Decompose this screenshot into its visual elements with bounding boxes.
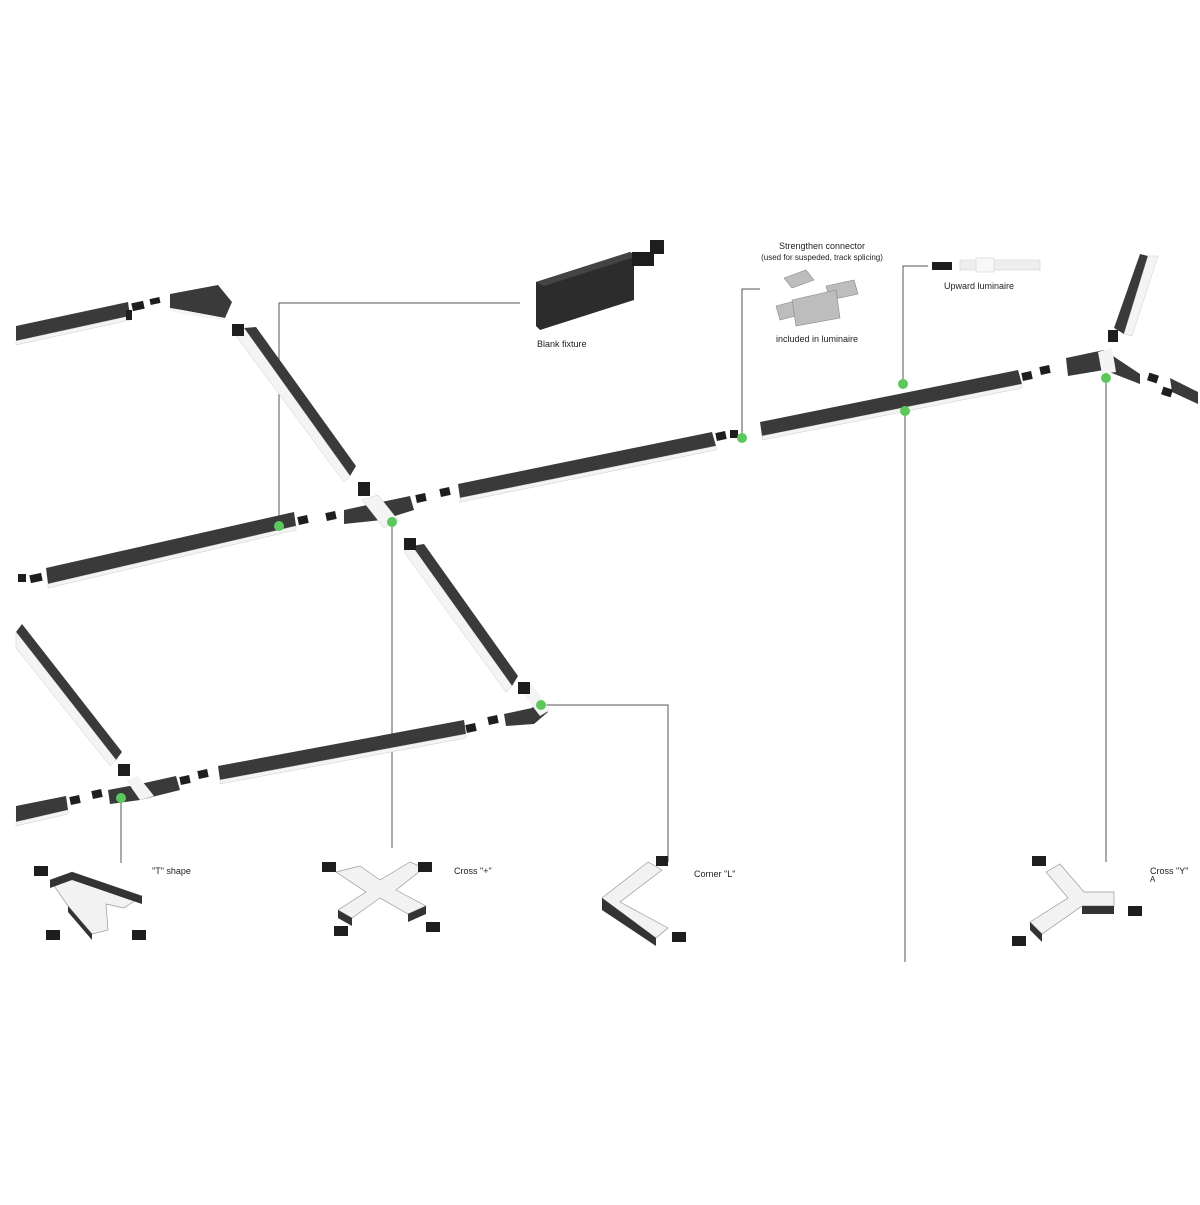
marker-blank-fixture: [274, 521, 284, 531]
connector: [149, 297, 161, 305]
fixture-diffuser: [219, 733, 467, 785]
fixture-network: [15, 254, 1198, 827]
connector: [18, 574, 26, 582]
fixture-diffuser: [235, 327, 351, 483]
connector: [297, 515, 309, 525]
fixture-bar: [218, 720, 466, 780]
label-strengthen-connector: Strengthen connector: [778, 241, 866, 251]
upward-luminaire-illustration: [932, 257, 1041, 273]
fixture-bar-diagonal: [412, 544, 518, 686]
connector: [325, 511, 337, 521]
connector: [118, 764, 130, 776]
label-blank-fixture: Blank fixture: [537, 339, 587, 349]
corner-l-illustration: [601, 856, 686, 946]
connector: [730, 430, 738, 438]
leader-corner-l: [541, 704, 669, 862]
marker-t-shape: [116, 793, 126, 803]
label-upward-luminaire: Upward luminaire: [944, 281, 1015, 291]
marker-cross-y: [1101, 373, 1111, 383]
connector: [415, 493, 427, 503]
connector: [518, 682, 530, 694]
connector: [1039, 365, 1051, 375]
markers: [116, 373, 1111, 803]
corner-piece: [170, 285, 232, 318]
connectors: [18, 297, 1173, 805]
connector: [179, 775, 191, 785]
fixture-bar: [458, 432, 716, 498]
marker-strengthen-connector: [737, 433, 747, 443]
connector: [465, 723, 477, 733]
t-diffuser: [126, 776, 154, 800]
fixture-bar: [1170, 378, 1198, 404]
marker-cross-plus: [387, 517, 397, 527]
label-corner-l: Corner "L": [694, 869, 736, 879]
connector: [232, 324, 244, 336]
blank-fixture-illustration: [536, 240, 664, 330]
cross-plus-illustration: [322, 861, 440, 936]
fixture-bar-diagonal: [16, 624, 122, 760]
connector: [126, 310, 132, 320]
label-strengthen-connector-note: (used for suspeded, track splicing): [761, 253, 883, 262]
label-t-shape: "T" shape: [152, 866, 191, 876]
connector: [487, 715, 499, 725]
connector: [404, 538, 416, 550]
leader-blank-fixture: [278, 302, 520, 526]
fixture-bar-diagonal: [244, 327, 356, 476]
fixture-diffuser: [403, 545, 513, 693]
connector: [715, 431, 727, 441]
connector: [1021, 371, 1033, 381]
fixture-diffuser: [15, 809, 69, 827]
connector: [131, 300, 145, 312]
connector: [29, 572, 43, 584]
fixture-bar-diagonal: [1114, 254, 1148, 334]
label-cross-plus: Cross "+": [454, 866, 492, 876]
strengthen-connector-illustration: [775, 269, 859, 327]
connector: [439, 487, 451, 497]
leader-strengthen-connector: [741, 288, 760, 436]
t-shape-illustration: [34, 866, 146, 940]
fixture-diffuser: [761, 383, 1023, 441]
label-included-in-luminaire: included in luminaire: [775, 334, 859, 344]
fixture-diffuser: [459, 445, 717, 503]
fixture-bar: [16, 796, 68, 822]
connector: [358, 482, 370, 496]
blank-fixture-bar: [46, 512, 296, 584]
upward-luminaire-bar: [760, 370, 1022, 436]
marker-corner-l: [536, 700, 546, 710]
connector: [69, 795, 81, 805]
connector: [197, 769, 209, 779]
y-diffuser: [1098, 348, 1116, 374]
connector: [1161, 386, 1173, 398]
connector: [91, 789, 103, 799]
marker-upward-luminaire: [898, 379, 908, 389]
cross-y-illustration: [1012, 856, 1142, 946]
connector: [1147, 372, 1159, 384]
leader-lines: [120, 265, 1107, 962]
fixture-diffuser: [15, 631, 117, 767]
fixture-bar: [16, 302, 130, 341]
connector: [1108, 330, 1118, 342]
fixture-diffuser: [47, 525, 297, 589]
fixture-diffuser: [1123, 255, 1159, 337]
label-cross-y: Cross "Y": [1150, 866, 1189, 876]
corner-diffuser: [170, 308, 226, 321]
leader-upward-luminaire: [902, 265, 928, 384]
marker-upward-lower: [900, 406, 910, 416]
label-cross-y-sub: A: [1150, 875, 1156, 884]
